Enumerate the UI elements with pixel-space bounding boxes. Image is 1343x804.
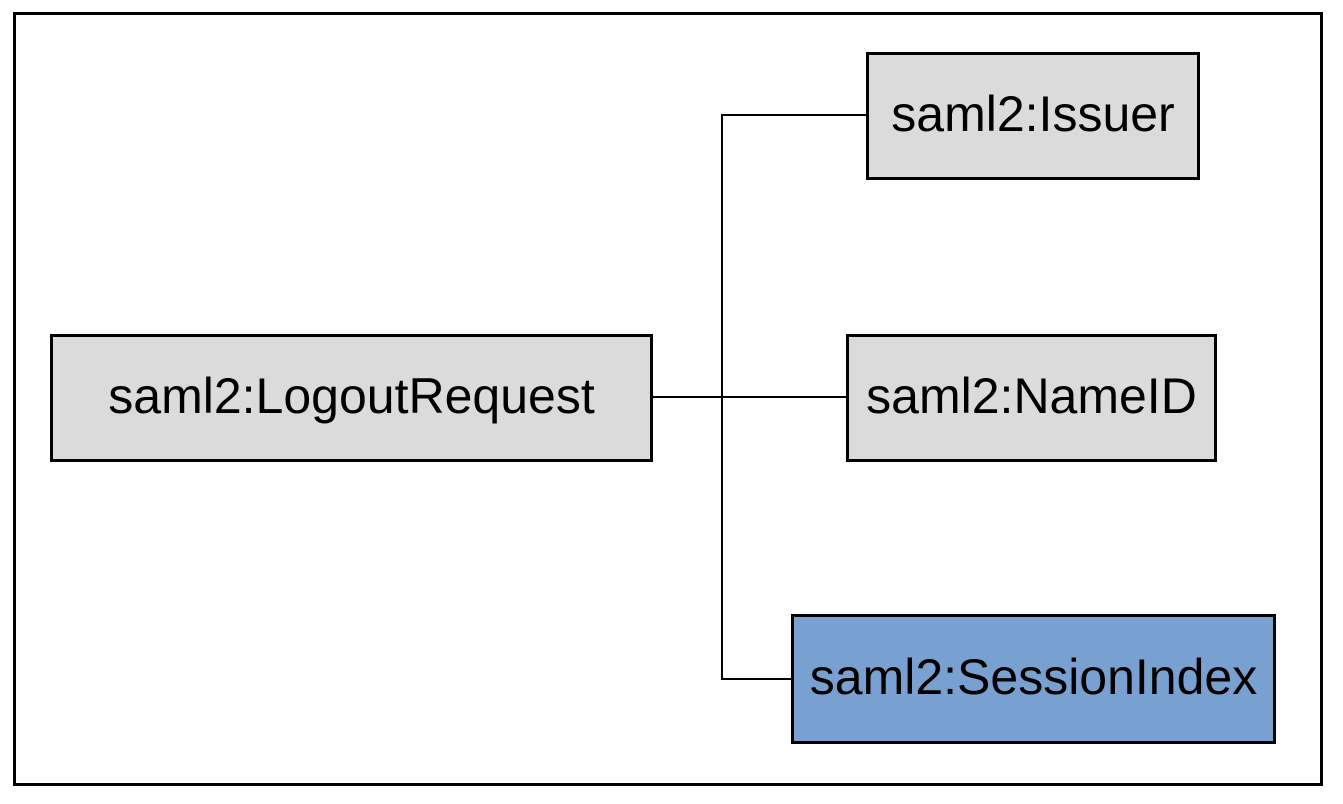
node-saml2-logoutrequest[interactable]: saml2:LogoutRequest bbox=[50, 334, 653, 462]
connector-sessionindex-branch bbox=[721, 678, 792, 680]
node-label: saml2:SessionIndex bbox=[809, 649, 1258, 705]
node-saml2-sessionindex[interactable]: saml2:SessionIndex bbox=[791, 614, 1276, 744]
connector-logoutrequest-nameid bbox=[653, 396, 848, 398]
connector-issuer-branch bbox=[721, 114, 867, 116]
node-label: saml2:Issuer bbox=[891, 86, 1175, 142]
node-saml2-issuer[interactable]: saml2:Issuer bbox=[866, 52, 1200, 180]
node-label: saml2:LogoutRequest bbox=[108, 368, 595, 424]
node-saml2-nameid[interactable]: saml2:NameID bbox=[846, 334, 1217, 462]
node-label: saml2:NameID bbox=[866, 368, 1197, 424]
